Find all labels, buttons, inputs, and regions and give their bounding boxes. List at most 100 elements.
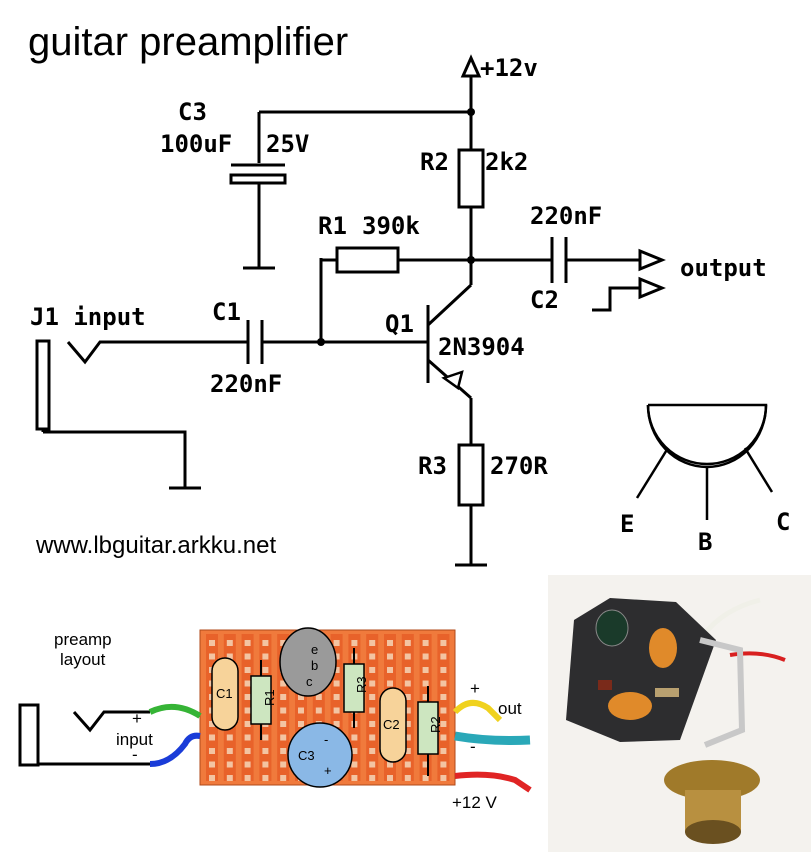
board-hole	[280, 775, 287, 781]
board-hole	[280, 694, 287, 700]
layout-c3-plus: +	[324, 763, 332, 778]
board-hole	[440, 707, 447, 714]
board-hole	[262, 748, 269, 754]
layout-out-minus: -	[470, 737, 476, 756]
board-hole	[422, 694, 429, 700]
board-hole	[209, 721, 215, 727]
board-hole	[280, 761, 287, 768]
board-hole	[369, 721, 376, 727]
r2-name: R2	[420, 148, 449, 176]
wire-out-plus	[452, 699, 503, 723]
output-ground-wire	[592, 286, 640, 312]
board-hole	[244, 775, 251, 781]
c3-name: C3	[178, 98, 207, 126]
board-hole	[244, 748, 251, 754]
layout-jack-sleeve	[18, 703, 40, 767]
board-hole	[369, 653, 376, 660]
photo-cap-1	[649, 628, 677, 668]
photo-electrolytic	[595, 609, 629, 647]
board-hole	[262, 775, 269, 781]
board-hole	[404, 748, 411, 754]
photo-resistor-1	[598, 680, 612, 690]
board-hole	[209, 653, 215, 660]
board-hole	[244, 734, 251, 741]
photo-bracket	[699, 637, 746, 748]
q1-part: 2N3904	[438, 333, 525, 361]
board-hole	[351, 734, 358, 741]
board-hole	[422, 775, 429, 781]
board-hole	[351, 761, 358, 768]
board-hole	[262, 640, 269, 646]
board-hole	[404, 667, 411, 673]
board-hole	[440, 734, 447, 741]
board-hole	[244, 680, 251, 687]
wire-out-minus	[454, 731, 531, 745]
board-hole	[280, 680, 287, 687]
pin-e-lead	[635, 447, 670, 499]
board-hole	[209, 775, 215, 781]
board-hole	[387, 775, 393, 781]
supply-label: +12v	[480, 54, 538, 82]
board-hole	[333, 694, 340, 700]
board-hole	[440, 775, 447, 781]
board-hole	[404, 694, 411, 700]
board-hole	[280, 748, 287, 754]
r3-body	[457, 443, 485, 507]
photo-cap-2	[608, 692, 652, 720]
layout-supply-label: +12 V	[452, 793, 498, 812]
board-hole	[387, 761, 393, 768]
board-hole	[369, 640, 376, 646]
output-arrow-ground	[638, 276, 666, 300]
board-hole	[262, 734, 269, 741]
c2-value: 220nF	[530, 202, 602, 230]
layout-transistor	[279, 627, 337, 697]
r2-value: 2k2	[485, 148, 528, 176]
board-hole	[369, 680, 376, 687]
board-hole	[440, 653, 447, 660]
board-hole	[422, 667, 429, 673]
board-hole	[333, 721, 340, 727]
board-hole	[440, 694, 447, 700]
board-hole	[404, 653, 411, 660]
board-hole	[404, 721, 411, 727]
layout-r2-label: R2	[428, 716, 443, 733]
board-hole	[209, 640, 215, 646]
c3-plate-bottom	[229, 173, 287, 185]
board-hole	[404, 775, 411, 781]
board-hole	[351, 640, 358, 646]
board-hole	[226, 734, 233, 741]
board-hole	[280, 721, 287, 727]
supply-arrow	[460, 54, 482, 78]
layout-r1	[250, 675, 272, 725]
q1-emitter-arrow	[441, 370, 464, 391]
layout-c3-minus: -	[324, 732, 328, 747]
c3-value: 100uF	[160, 130, 232, 158]
board-hole	[404, 707, 411, 714]
layout-q-c: c	[306, 674, 313, 689]
board-hole	[280, 707, 287, 714]
board-hole	[244, 707, 251, 714]
layout-heading-line2: layout	[60, 650, 106, 669]
board-hole	[422, 680, 429, 687]
layout-jack-tip	[72, 710, 150, 733]
r3-value: 270R	[490, 452, 548, 480]
board-hole	[440, 761, 447, 768]
board-hole	[422, 761, 429, 768]
layout-out-plus: +	[470, 679, 480, 698]
board-hole	[209, 748, 215, 754]
board-hole	[244, 721, 251, 727]
website-url: www.lbguitar.arkku.net	[35, 532, 276, 559]
r1-body	[335, 246, 400, 274]
board-hole	[440, 680, 447, 687]
board-hole	[209, 734, 215, 741]
assembled-preamp-photo	[548, 575, 811, 852]
wire-supply	[454, 771, 532, 793]
layout-c3-label: C3	[298, 748, 315, 763]
pin-e-label: E	[620, 510, 634, 538]
photo-jack-opening	[685, 820, 741, 844]
layout-r3	[343, 663, 365, 713]
board-hole	[369, 667, 376, 673]
r1-name: R1	[318, 212, 347, 240]
schematic: +12v C3 100uF 25V R2 2k2 R1 390k	[30, 54, 767, 567]
